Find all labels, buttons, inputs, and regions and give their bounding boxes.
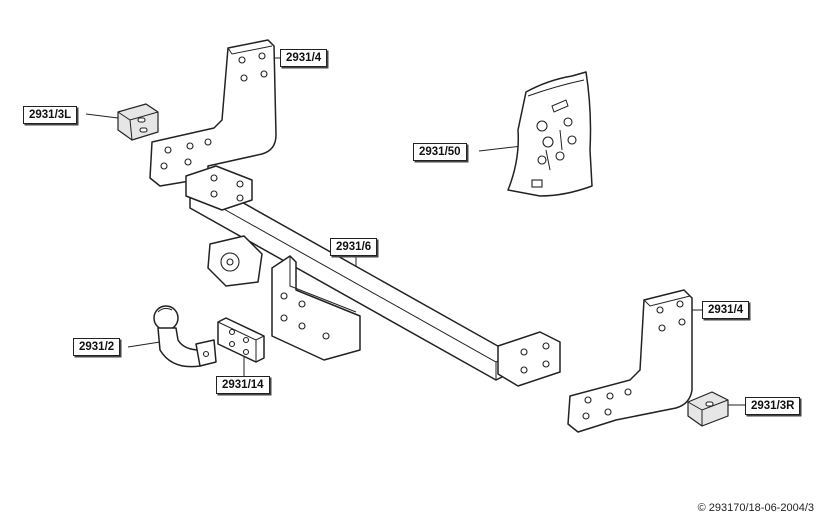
crossbar xyxy=(185,165,561,387)
bolt-kit-bag xyxy=(507,71,593,197)
right-vertical-bracket xyxy=(567,289,693,433)
left-vertical-bracket xyxy=(149,39,277,187)
left-clamp-plate xyxy=(117,103,159,141)
tow-ball xyxy=(153,305,217,368)
right-clamp-plate xyxy=(687,391,729,427)
label-left-clamp: 2931/3L xyxy=(23,106,78,124)
spacer-plate xyxy=(217,317,265,363)
label-tow-ball: 2931/2 xyxy=(73,338,121,356)
label-crossbar: 2931/6 xyxy=(330,238,378,256)
label-left-vertical-bracket: 2931/4 xyxy=(280,49,328,67)
label-bolt-kit: 2931/50 xyxy=(413,143,467,161)
copyright-text: © 293170/18-06-2004/3 xyxy=(697,502,814,514)
label-right-vertical-bracket: 2931/4 xyxy=(702,301,750,319)
label-spacer-plate: 2931/14 xyxy=(216,376,270,394)
label-right-clamp: 2931/3R xyxy=(745,397,801,415)
